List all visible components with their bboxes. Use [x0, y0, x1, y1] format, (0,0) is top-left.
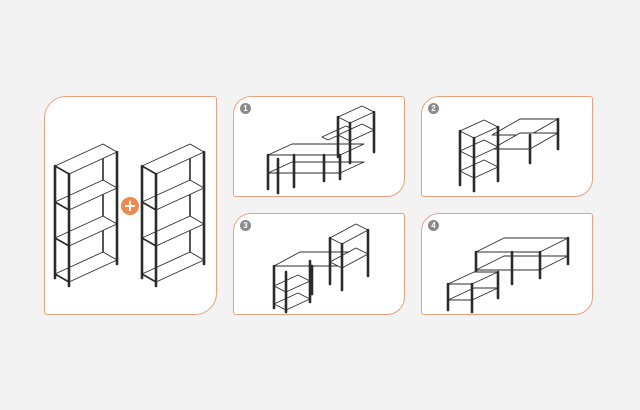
shelf-unit-icon — [140, 142, 206, 288]
option-number-badge: 2 — [428, 103, 439, 114]
shelf-unit-icon — [53, 142, 119, 288]
option-number-badge: 1 — [240, 103, 251, 114]
configuration-3-illustration — [272, 223, 370, 314]
configuration-2-illustration — [458, 117, 560, 193]
configuration-option-4: 4 — [421, 213, 593, 315]
plus-icon: + — [121, 197, 139, 215]
option-number-badge: 4 — [428, 220, 439, 231]
option-number-badge: 3 — [240, 220, 251, 231]
configuration-option-3: 3 — [233, 213, 405, 315]
configuration-1-illustration — [266, 105, 376, 195]
configuration-4-illustration — [446, 236, 570, 314]
configuration-option-2: 2 — [421, 96, 593, 197]
configuration-option-1: 1 — [233, 96, 405, 197]
main-panel: + — [44, 96, 217, 315]
